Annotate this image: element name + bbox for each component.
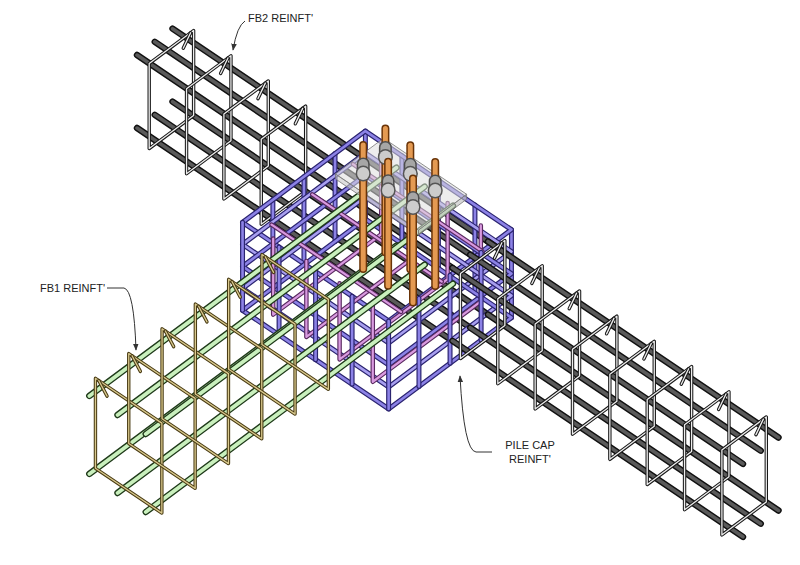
beam-stirrup [262,255,328,390]
cap-vertical-bar-outline [350,296,355,384]
anchor-bolt-outline [359,145,367,269]
bolt-washer [407,207,419,208]
stirrup-hook [132,356,140,372]
bolt-washer-outline [381,190,396,191]
stirrup-hook [494,243,501,259]
beam-bar-outline [452,341,743,537]
stirrup-hook-outline [183,33,190,49]
fb2-front [452,241,778,537]
beam-bar-outline [488,241,779,437]
bolt-washer-outline [428,190,443,191]
bolt-washer [404,173,416,174]
callout-label: FB2 REINFT' [248,11,313,25]
callout-label: FB1 REINFT' [40,281,105,295]
stirrup-hook [199,306,207,322]
anchor-bolt [411,179,416,303]
stirrup-hook-outline [165,331,173,347]
stirrup-hook-outline [569,293,576,309]
stirrup-hook [183,33,190,49]
stirrup-hook-outline [756,419,763,435]
beam-bar [488,314,779,510]
bolt-washer [429,190,441,191]
anchor-bolt [386,162,391,286]
stirrup-hook-outline [494,243,501,259]
leader-line [233,21,245,50]
bolt-washer-outline [406,207,421,208]
leader-line [107,288,136,350]
stirrup-hook [165,331,173,347]
beam-bar [488,241,779,437]
beam-bar-outline [452,268,743,464]
stirrup-hook [265,257,273,273]
stirrup-hook-outline [99,381,107,397]
bolt-washer-outline [403,173,418,174]
stirrup-hook-outline [607,318,614,334]
beam-bar [470,255,761,451]
anchor-bolt [433,162,438,286]
beam-bar [452,268,743,464]
bolt-washer [382,190,394,191]
stirrup-hook [756,419,763,435]
beam-bar [452,341,743,537]
stirrup-hook-outline [199,306,207,322]
stirrup-hook [221,58,228,73]
anchor-bolts [363,128,435,302]
beam-stirrup-outline [262,255,328,390]
anchor-bolt-outline [409,179,417,303]
beam-bar-outline [137,55,452,268]
beam-bar-outline [173,29,488,242]
stirrup-hook [99,381,107,397]
beam-bar-outline [155,42,470,255]
stirrup-hook [681,369,688,385]
stirrup-hook [569,293,576,309]
beam-stirrup-outline [722,417,766,535]
beam-bar [155,42,470,255]
beam-stirrup [722,417,766,535]
stirrup-hook-outline [232,282,240,298]
stirrup-hook [258,83,265,99]
cap-vertical-bar [351,296,354,384]
beam-bar-outline [470,255,761,451]
beam-bar-outline [488,314,779,510]
stirrup-hook-outline [132,356,140,372]
stirrup-hook [532,268,539,284]
stirrup-hook [295,108,302,124]
leader-line [460,376,492,452]
stirrup-hook-outline [644,344,651,360]
stirrup-hook-outline [265,257,273,273]
stirrup-hook-outline [295,108,302,124]
bolt-washer-outline [378,156,393,157]
anchor-bolt-outline [384,162,392,286]
stirrup-hook-outline [681,369,688,385]
plate-top [336,138,467,230]
stirrup-hook [232,282,240,298]
stirrup-hook-outline [258,83,265,99]
stirrup-hook [719,394,726,410]
stirrup-hook [607,318,614,334]
bolt-washer-outline [356,173,371,174]
fb1-beam [89,168,453,513]
anchor-bolt [361,145,366,269]
anchor-bolt-outline [431,162,439,286]
stirrup-hook [644,344,651,360]
beam-bar [137,55,452,268]
callout-label: PILE CAP REINFT' [497,438,563,466]
bolt-washer [357,173,369,174]
beam-bar [173,29,488,242]
stirrup-hook-outline [532,268,539,284]
stirrup-hook-outline [719,394,726,410]
base-plate [336,138,467,235]
bolt-washer [379,156,391,157]
stirrup-hook-outline [221,58,228,73]
